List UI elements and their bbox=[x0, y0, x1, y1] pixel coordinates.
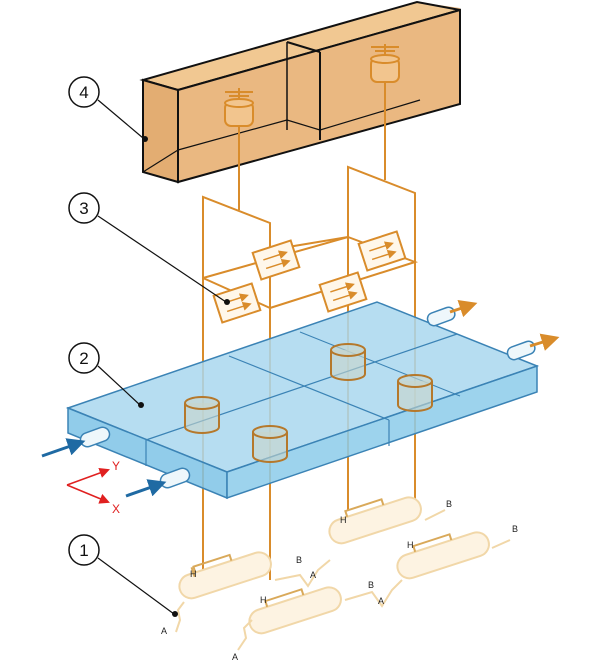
cylinder-4 bbox=[397, 374, 433, 412]
label-b-1: B bbox=[296, 555, 302, 565]
callout-1: 1 bbox=[68, 534, 178, 617]
callout-3-number: 3 bbox=[79, 199, 88, 218]
callout-4-number: 4 bbox=[79, 83, 88, 102]
wire-labels: H H H H A A A A B B B B bbox=[161, 499, 518, 662]
motor-right bbox=[370, 44, 400, 83]
label-h-2: H bbox=[260, 595, 267, 605]
valve-3 bbox=[318, 271, 368, 313]
cylinder-2 bbox=[252, 425, 288, 463]
label-b-3: B bbox=[446, 499, 452, 509]
valve-1 bbox=[212, 282, 262, 324]
label-a-3: A bbox=[310, 570, 316, 580]
label-b-2: B bbox=[368, 580, 374, 590]
axis-indicator: Y X bbox=[66, 459, 120, 516]
valve-4 bbox=[357, 230, 407, 272]
manifold-plate bbox=[65, 301, 540, 500]
callout-4: 4 bbox=[68, 76, 148, 142]
callout-2-number: 2 bbox=[79, 349, 88, 368]
cylinder-1 bbox=[184, 396, 220, 434]
inlet-pipes bbox=[41, 426, 191, 498]
cylinder-3 bbox=[330, 343, 366, 381]
axis-y-label: Y bbox=[112, 459, 120, 473]
lower-linkages bbox=[175, 496, 511, 651]
label-h-4: H bbox=[407, 540, 414, 550]
axis-x-label: X bbox=[112, 502, 120, 516]
outlet-pipes bbox=[426, 300, 560, 361]
callout-1-number: 1 bbox=[79, 541, 88, 560]
motor-left bbox=[224, 88, 254, 127]
label-a-4: A bbox=[378, 596, 384, 606]
valve-2 bbox=[251, 239, 301, 281]
callout-3: 3 bbox=[68, 192, 230, 305]
callout-2: 2 bbox=[68, 342, 144, 408]
label-h-1: H bbox=[190, 569, 197, 579]
label-h-3: H bbox=[340, 515, 347, 525]
label-b-4: B bbox=[512, 524, 518, 534]
label-a-2: A bbox=[232, 652, 238, 662]
label-a-1: A bbox=[161, 626, 167, 636]
drive-housing-box bbox=[139, 0, 461, 184]
